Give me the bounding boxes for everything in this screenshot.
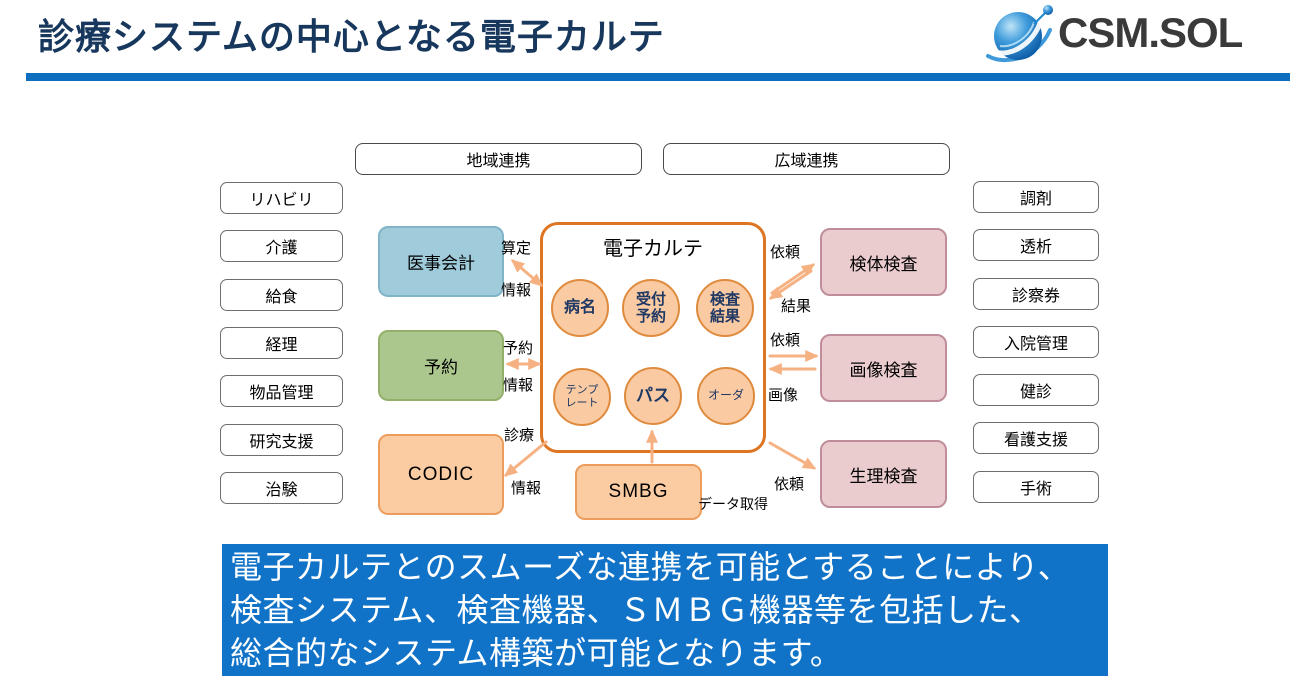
- box-regional-cooperation: 地域連携: [355, 143, 642, 175]
- system-box-physiology-test: 生理検査: [820, 440, 947, 508]
- circle-label: 結果: [709, 308, 740, 325]
- system-box-smbg: SMBG: [575, 464, 702, 520]
- csmsol-logo: CSM.SOL: [984, 2, 1243, 64]
- system-box-medical-accounting: 医事会計: [378, 226, 504, 297]
- emr-circle-path: パス: [624, 367, 682, 425]
- flow-label-physiology-request: 依頼: [774, 476, 805, 493]
- box-wide-area-cooperation: 広域連携: [663, 143, 950, 175]
- arrow-request-to-physiology: [768, 441, 817, 470]
- dept-box-dialysis: 透析: [973, 229, 1099, 261]
- circle-label: レート: [565, 397, 599, 409]
- page-title: 診療システムの中心となる電子カルテ: [38, 16, 665, 57]
- circle-label: 病名: [563, 298, 596, 316]
- globe-swoosh-icon: [986, 5, 1053, 63]
- circle-label: 検査: [709, 290, 740, 308]
- dept-box-patient-card: 診察券: [973, 278, 1099, 310]
- flow-label-yoyaku-joho: 情報: [503, 377, 534, 394]
- arrow-request-to-specimen: [770, 263, 816, 295]
- system-box-reservation: 予約: [378, 330, 504, 401]
- dept-box-nursing-support: 看護支援: [973, 422, 1099, 454]
- emr-circle-disease-name: 病名: [551, 279, 609, 337]
- flow-label-imaging-request: 依頼: [770, 332, 801, 349]
- flow-label-shinryo-joho: 情報: [511, 480, 542, 497]
- dept-box-goods-management: 物品管理: [220, 375, 343, 407]
- dept-box-research-support: 研究支援: [220, 424, 343, 456]
- emr-circle-reception-reservation: 受付 予約: [622, 279, 680, 337]
- emr-circle-test-results: 検査 結果: [696, 279, 754, 337]
- summary-banner: 電子カルテとのスムーズな連携を可能とすることにより、 検査システム、検査機器、Ｓ…: [222, 544, 1108, 676]
- system-box-imaging-test: 画像検査: [820, 334, 947, 402]
- emr-title: 電子カルテ: [603, 238, 703, 260]
- flow-label-imaging-image: 画像: [768, 387, 799, 404]
- banner-line: 検査システム、検査機器、ＳＭＢＧ機器等を包括した、: [230, 592, 1042, 628]
- dept-box-dispensing: 調剤: [973, 181, 1099, 213]
- dept-box-surgery: 手術: [973, 471, 1099, 503]
- system-box-codic: CODIC: [378, 434, 504, 515]
- arrow-clinical-info-to-codic: [503, 440, 548, 477]
- circle-label: 予約: [635, 308, 666, 325]
- emr-circle-order: オーダ: [697, 367, 755, 425]
- circle-label: テンプ: [565, 384, 599, 397]
- circle-label: 受付: [635, 290, 666, 308]
- emr-circle-template: テンプ レート: [553, 368, 611, 426]
- flow-label-specimen-result: 結果: [781, 298, 812, 315]
- flow-label-shinryo: 診療: [504, 427, 535, 444]
- logo-wordmark: CSM.SOL: [1058, 9, 1243, 56]
- dept-box-nursing-care: 介護: [220, 230, 343, 262]
- title-underline-rule: [26, 73, 1290, 81]
- flow-label-santei: 算定: [501, 240, 532, 257]
- flow-label-data-acquisition: データ取得: [698, 496, 768, 512]
- dept-box-health-checkup: 健診: [973, 374, 1099, 406]
- dept-box-accounting: 経理: [220, 327, 343, 359]
- dept-box-rehabilitation: リハビリ: [220, 182, 343, 214]
- banner-line: 総合的なシステム構築が可能となります。: [230, 635, 843, 671]
- dept-box-clinical-trial: 治験: [220, 472, 343, 504]
- system-box-specimen-test: 検体検査: [820, 228, 947, 296]
- dept-box-meal-service: 給食: [220, 279, 343, 311]
- flow-label-santei-joho: 情報: [501, 282, 532, 299]
- flow-label-yoyaku: 予約: [503, 340, 534, 357]
- banner-line: 電子カルテとのスムーズな連携を可能とすることにより、: [230, 549, 1071, 585]
- arrow-result-from-specimen: [768, 269, 813, 300]
- circle-label: オーダ: [707, 388, 744, 403]
- flow-label-specimen-request: 依頼: [770, 244, 801, 261]
- dept-box-admission-management: 入院管理: [973, 326, 1099, 358]
- circle-label: パス: [636, 386, 670, 406]
